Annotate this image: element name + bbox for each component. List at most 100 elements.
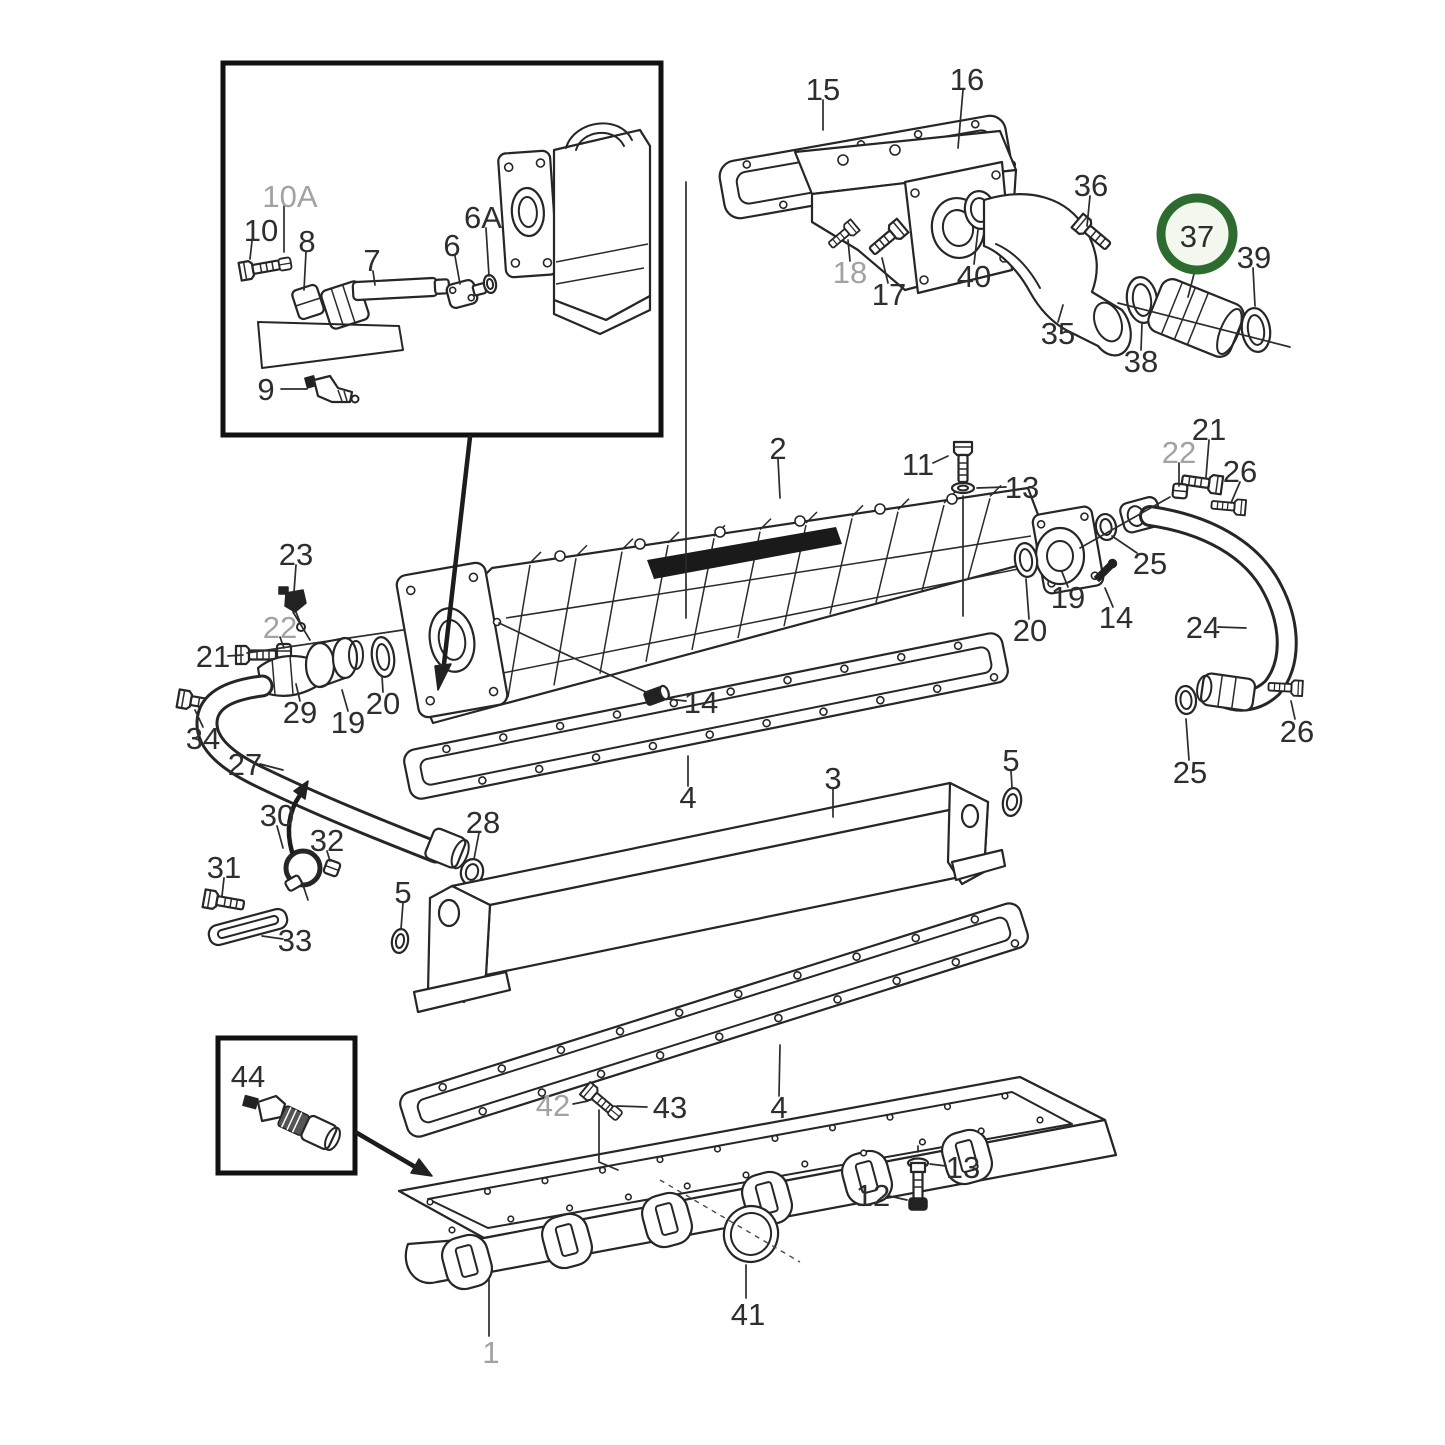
part-callout-8[interactable]: 8 [298, 224, 315, 259]
part-callout-13u[interactable]: 13 [1005, 470, 1039, 505]
part-32-nut [321, 857, 343, 879]
part-callout-42[interactable]: 42 [536, 1088, 570, 1123]
part-callout-38[interactable]: 38 [1124, 344, 1158, 379]
part-33-bracket [207, 907, 289, 947]
part-callout-25u[interactable]: 25 [1133, 546, 1167, 581]
part-8-connector [291, 283, 325, 321]
part-callout-20r[interactable]: 20 [1013, 613, 1047, 648]
part-12-13-stud [906, 1157, 930, 1211]
part-14-plug-center [643, 684, 670, 706]
part-callout-10A[interactable]: 10A [262, 179, 317, 214]
part-9-sender [304, 374, 360, 404]
part-44-temperature-sensor [242, 1094, 341, 1152]
highlight-layer [1156, 193, 1238, 275]
part-callout-10[interactable]: 10 [244, 213, 278, 248]
part-callout-22l[interactable]: 22 [263, 610, 297, 645]
part-callout-21l[interactable]: 21 [196, 639, 230, 674]
parts-artwork [175, 114, 1304, 1291]
part-callout-11[interactable]: 11 [902, 447, 934, 482]
part-3-cooler-core [412, 781, 1007, 1014]
part-callout-19l[interactable]: 19 [331, 705, 365, 740]
part-11-bolt [952, 440, 974, 484]
part-callout-34[interactable]: 34 [186, 721, 220, 756]
part-callout-31[interactable]: 31 [207, 850, 241, 885]
part-callout-19r[interactable]: 19 [1051, 580, 1085, 615]
part-callout-16[interactable]: 16 [950, 62, 984, 97]
part-callout-32[interactable]: 32 [310, 823, 344, 858]
part-20-o-ring-right [1013, 541, 1039, 579]
part-callout-22u[interactable]: 22 [1162, 435, 1196, 470]
part-callout-40[interactable]: 40 [957, 259, 991, 294]
part-callout-37[interactable]: 37 [1180, 219, 1214, 254]
part-callout-20l[interactable]: 20 [366, 686, 400, 721]
part-callout-41[interactable]: 41 [731, 1297, 765, 1332]
part-callout-36[interactable]: 36 [1074, 168, 1108, 203]
part-callout-39[interactable]: 39 [1237, 240, 1271, 275]
part-callout-44[interactable]: 44 [231, 1059, 265, 1094]
part-callout-29[interactable]: 29 [283, 695, 317, 730]
part-1-manifold [397, 1075, 1118, 1291]
part-callout-6[interactable]: 6 [443, 228, 460, 263]
part-adapter-housing [497, 122, 652, 336]
part-27-hose [195, 674, 470, 870]
part-19-connector-left [304, 636, 364, 689]
part-callout-14r[interactable]: 14 [1099, 600, 1133, 635]
part-callout-28[interactable]: 28 [466, 805, 500, 840]
part-41-seal-ring [722, 1204, 780, 1264]
part-callout-15[interactable]: 15 [806, 72, 840, 107]
direction-arrow-head [293, 780, 309, 800]
part-9-bracket [257, 321, 404, 369]
part-callout-30[interactable]: 30 [260, 798, 294, 833]
part-callout-21u[interactable]: 21 [1192, 412, 1226, 447]
part-callout-7[interactable]: 7 [363, 243, 380, 278]
part-19-thermostat-housing-right [1031, 505, 1105, 595]
part-callout-6A[interactable]: 6A [464, 200, 502, 235]
part-callout-33[interactable]: 33 [278, 923, 312, 958]
part-callout-14c[interactable]: 14 [684, 685, 718, 720]
part-callout-26u[interactable]: 26 [1223, 454, 1257, 489]
part-callout-4b[interactable]: 4 [770, 1090, 787, 1125]
leader-lines [194, 89, 1296, 1337]
part-6-fitting [445, 279, 488, 309]
part-callout-5r[interactable]: 5 [1002, 743, 1019, 778]
part-14-stud-right [1094, 558, 1118, 582]
part-callout-25l[interactable]: 25 [1173, 755, 1207, 790]
part-5-seal-ring-left [390, 928, 410, 954]
part-callout-35[interactable]: 35 [1041, 316, 1075, 351]
part-callout-1[interactable]: 1 [482, 1335, 499, 1370]
part-5-seal-ring-right [1001, 787, 1023, 817]
part-callout-27[interactable]: 27 [228, 747, 262, 782]
part-4-gasket-lower [399, 902, 1029, 1138]
part-callout-12[interactable]: 12 [856, 1178, 890, 1213]
part-callout-13l[interactable]: 13 [946, 1150, 980, 1185]
housing-top-slot [647, 527, 842, 579]
part-callout-18[interactable]: 18 [833, 255, 867, 290]
part-callout-4a[interactable]: 4 [679, 780, 696, 815]
part-4-gasket-upper [403, 632, 1009, 800]
part-25-o-ring-upper [1094, 512, 1118, 542]
part-13-washer-upper [950, 481, 976, 495]
part-30-clamp [283, 848, 323, 901]
part-callout-2[interactable]: 2 [769, 431, 786, 466]
part-37-sleeve [1147, 278, 1245, 358]
selected-part-highlight-ring [1156, 193, 1238, 275]
part-callout-26l[interactable]: 26 [1280, 714, 1314, 749]
inset-detail-box-a [220, 60, 664, 438]
part-31-bolt [201, 888, 247, 916]
port-axis-dashed-line [659, 1179, 801, 1263]
part-25-o-ring-lower [1174, 684, 1198, 716]
part-2-heat-exchanger-housing [395, 484, 1042, 725]
inset-detail-box-b [215, 1035, 358, 1176]
part-23-drain-cock [278, 586, 307, 632]
part-callout-3[interactable]: 3 [824, 761, 841, 796]
part-callout-23[interactable]: 23 [279, 537, 313, 572]
part-callout-43[interactable]: 43 [653, 1090, 687, 1125]
part-24-pipe [1119, 496, 1298, 712]
part-callout-5l[interactable]: 5 [394, 875, 411, 910]
part-callout-24[interactable]: 24 [1186, 610, 1220, 645]
direction-arrow-curve [286, 792, 303, 855]
part-callout-17[interactable]: 17 [872, 277, 906, 312]
part-callout-9[interactable]: 9 [257, 372, 274, 407]
